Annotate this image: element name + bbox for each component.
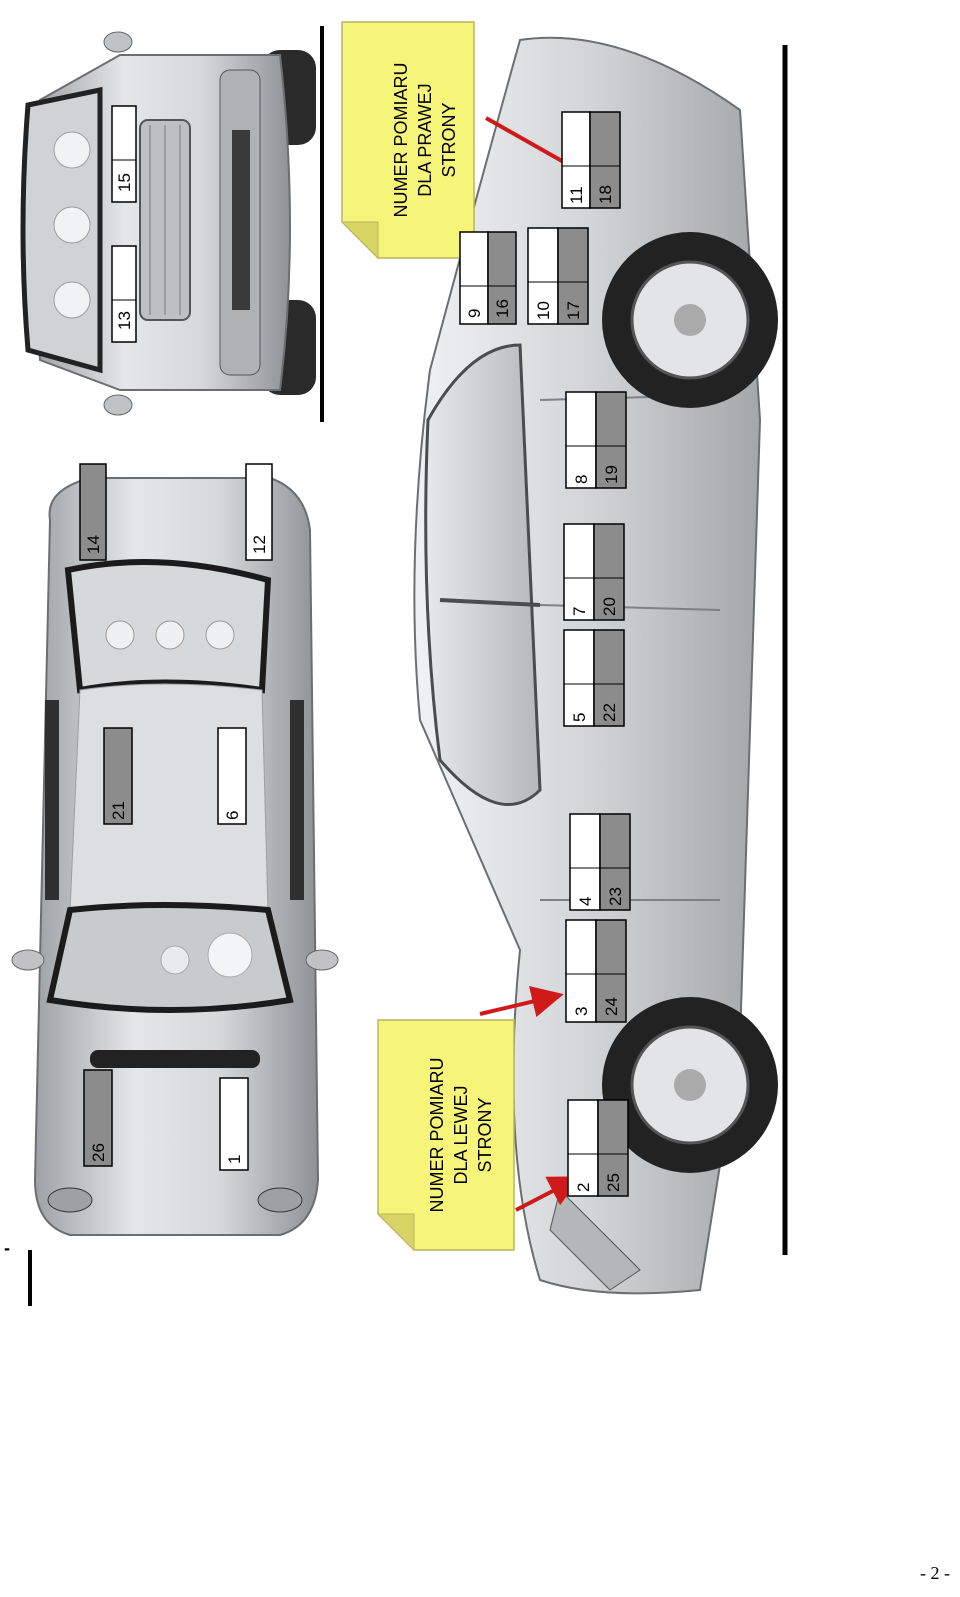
- arrow-left-note-to-2: [515, 1176, 582, 1212]
- label-6: 6: [217, 727, 247, 825]
- svg-text:12: 12: [250, 535, 269, 554]
- svg-text:23: 23: [606, 887, 625, 906]
- label-12: 12: [245, 463, 273, 561]
- svg-text:25: 25: [604, 1173, 623, 1192]
- label-pair-10-17: 10 17: [527, 227, 589, 325]
- note-right-line-2: DLA PRAWEJ: [415, 83, 435, 196]
- arrow-to-3: [479, 985, 564, 1018]
- svg-text:5: 5: [570, 713, 589, 722]
- svg-text:14: 14: [84, 535, 103, 554]
- note-left-line-3: STRONY: [475, 1097, 495, 1172]
- svg-text:24: 24: [602, 997, 621, 1016]
- page-number: - 2 -: [920, 1563, 950, 1583]
- label-pair-11-18: 11 18: [561, 111, 621, 209]
- svg-text:22: 22: [600, 703, 619, 722]
- svg-text:20: 20: [600, 597, 619, 616]
- label-pair-4-23: 4 23: [569, 813, 631, 911]
- svg-text:1: 1: [225, 1155, 244, 1164]
- svg-text:3: 3: [572, 1007, 591, 1016]
- label-pair-9-16: 9 16: [459, 231, 517, 325]
- front-view-car: [20, 26, 324, 422]
- svg-text:6: 6: [223, 811, 242, 820]
- note-left-line-2: DLA LEWEJ: [451, 1085, 471, 1184]
- label-21: 21: [103, 727, 133, 825]
- label-15: 15: [111, 105, 137, 203]
- svg-text:15: 15: [115, 173, 134, 192]
- label-pair-3-24: 3 24: [565, 919, 627, 1023]
- note-right-line-1: NUMER POMIARU: [391, 62, 411, 217]
- label-1: 1: [219, 1077, 249, 1171]
- label-13: 13: [111, 245, 137, 343]
- svg-text:8: 8: [572, 475, 591, 484]
- note-left-line-1: NUMER POMIARU: [427, 1057, 447, 1212]
- svg-text:10: 10: [534, 301, 553, 320]
- svg-text:17: 17: [564, 301, 583, 320]
- svg-text:13: 13: [115, 311, 134, 330]
- dash-mark: -: [4, 1238, 10, 1258]
- label-pair-2-25: 2 25: [567, 1099, 629, 1197]
- label-14: 14: [79, 463, 107, 561]
- note-left-side: NUMER POMIARU DLA LEWEJ STRONY: [376, 1019, 515, 1252]
- svg-text:19: 19: [602, 465, 621, 484]
- label-pair-5-22: 5 22: [563, 629, 625, 727]
- note-right-line-3: STRONY: [439, 102, 459, 177]
- label-26: 26: [83, 1069, 113, 1167]
- svg-text:2: 2: [574, 1183, 593, 1192]
- svg-text:16: 16: [493, 299, 512, 318]
- note-right-side: NUMER POMIARU DLA PRAWEJ STRONY: [340, 21, 475, 260]
- svg-text:4: 4: [576, 897, 595, 906]
- label-pair-8-19: 8 19: [565, 391, 627, 489]
- label-pair-7-20: 7 20: [563, 523, 625, 621]
- svg-text:7: 7: [570, 607, 589, 616]
- svg-text:11: 11: [567, 186, 586, 204]
- svg-text:21: 21: [109, 801, 128, 820]
- svg-text:18: 18: [596, 185, 615, 204]
- top-view-car: [11, 477, 339, 1236]
- svg-text:26: 26: [89, 1143, 108, 1162]
- svg-text:9: 9: [465, 309, 484, 318]
